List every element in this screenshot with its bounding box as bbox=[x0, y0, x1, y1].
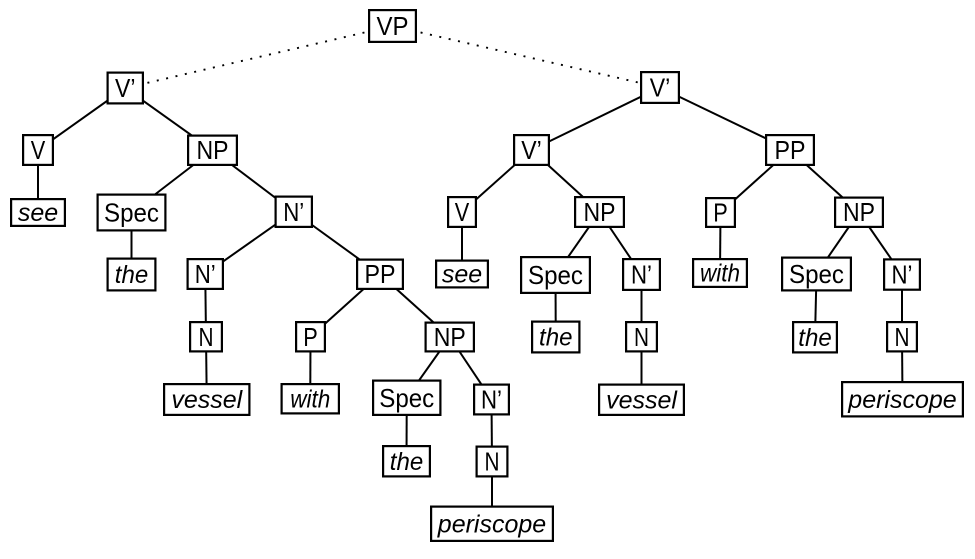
svg-text:N: N bbox=[485, 447, 500, 477]
svg-text:see: see bbox=[442, 261, 482, 289]
svg-text:PP: PP bbox=[775, 135, 806, 165]
svg-text:N: N bbox=[199, 322, 214, 352]
svg-text:the: the bbox=[539, 324, 573, 352]
svg-text:N’: N’ bbox=[481, 385, 502, 415]
svg-text:V: V bbox=[31, 135, 46, 165]
svg-text:NP: NP bbox=[434, 322, 466, 352]
svg-text:NP: NP bbox=[584, 197, 616, 227]
svg-text:N’: N’ bbox=[283, 197, 304, 227]
svg-text:vessel: vessel bbox=[171, 386, 243, 414]
svg-text:N’: N’ bbox=[892, 260, 913, 290]
svg-text:N: N bbox=[895, 322, 910, 352]
svg-text:P: P bbox=[303, 322, 318, 352]
svg-text:Spec: Spec bbox=[528, 260, 583, 290]
svg-text:the: the bbox=[798, 324, 832, 352]
svg-text:N: N bbox=[634, 322, 649, 352]
svg-text:V: V bbox=[455, 197, 470, 227]
svg-text:the: the bbox=[390, 448, 424, 476]
svg-text:N’: N’ bbox=[631, 260, 652, 290]
svg-text:V’: V’ bbox=[115, 73, 136, 103]
svg-text:P: P bbox=[713, 198, 728, 228]
svg-text:V’: V’ bbox=[521, 135, 542, 165]
svg-text:periscope: periscope bbox=[437, 510, 546, 538]
svg-text:NP: NP bbox=[197, 135, 229, 165]
svg-text:periscope: periscope bbox=[847, 386, 956, 414]
svg-text:with: with bbox=[700, 260, 740, 288]
svg-text:Spec: Spec bbox=[789, 259, 844, 289]
svg-text:Spec: Spec bbox=[379, 383, 434, 413]
svg-text:VP: VP bbox=[377, 11, 409, 41]
svg-text:N’: N’ bbox=[195, 259, 216, 289]
svg-text:Spec: Spec bbox=[104, 198, 159, 228]
svg-text:see: see bbox=[18, 199, 58, 227]
svg-text:V’: V’ bbox=[650, 73, 671, 103]
svg-text:PP: PP bbox=[365, 259, 396, 289]
svg-text:NP: NP bbox=[843, 197, 875, 227]
svg-text:vessel: vessel bbox=[606, 386, 678, 414]
svg-text:the: the bbox=[115, 261, 149, 289]
svg-text:with: with bbox=[290, 385, 330, 413]
